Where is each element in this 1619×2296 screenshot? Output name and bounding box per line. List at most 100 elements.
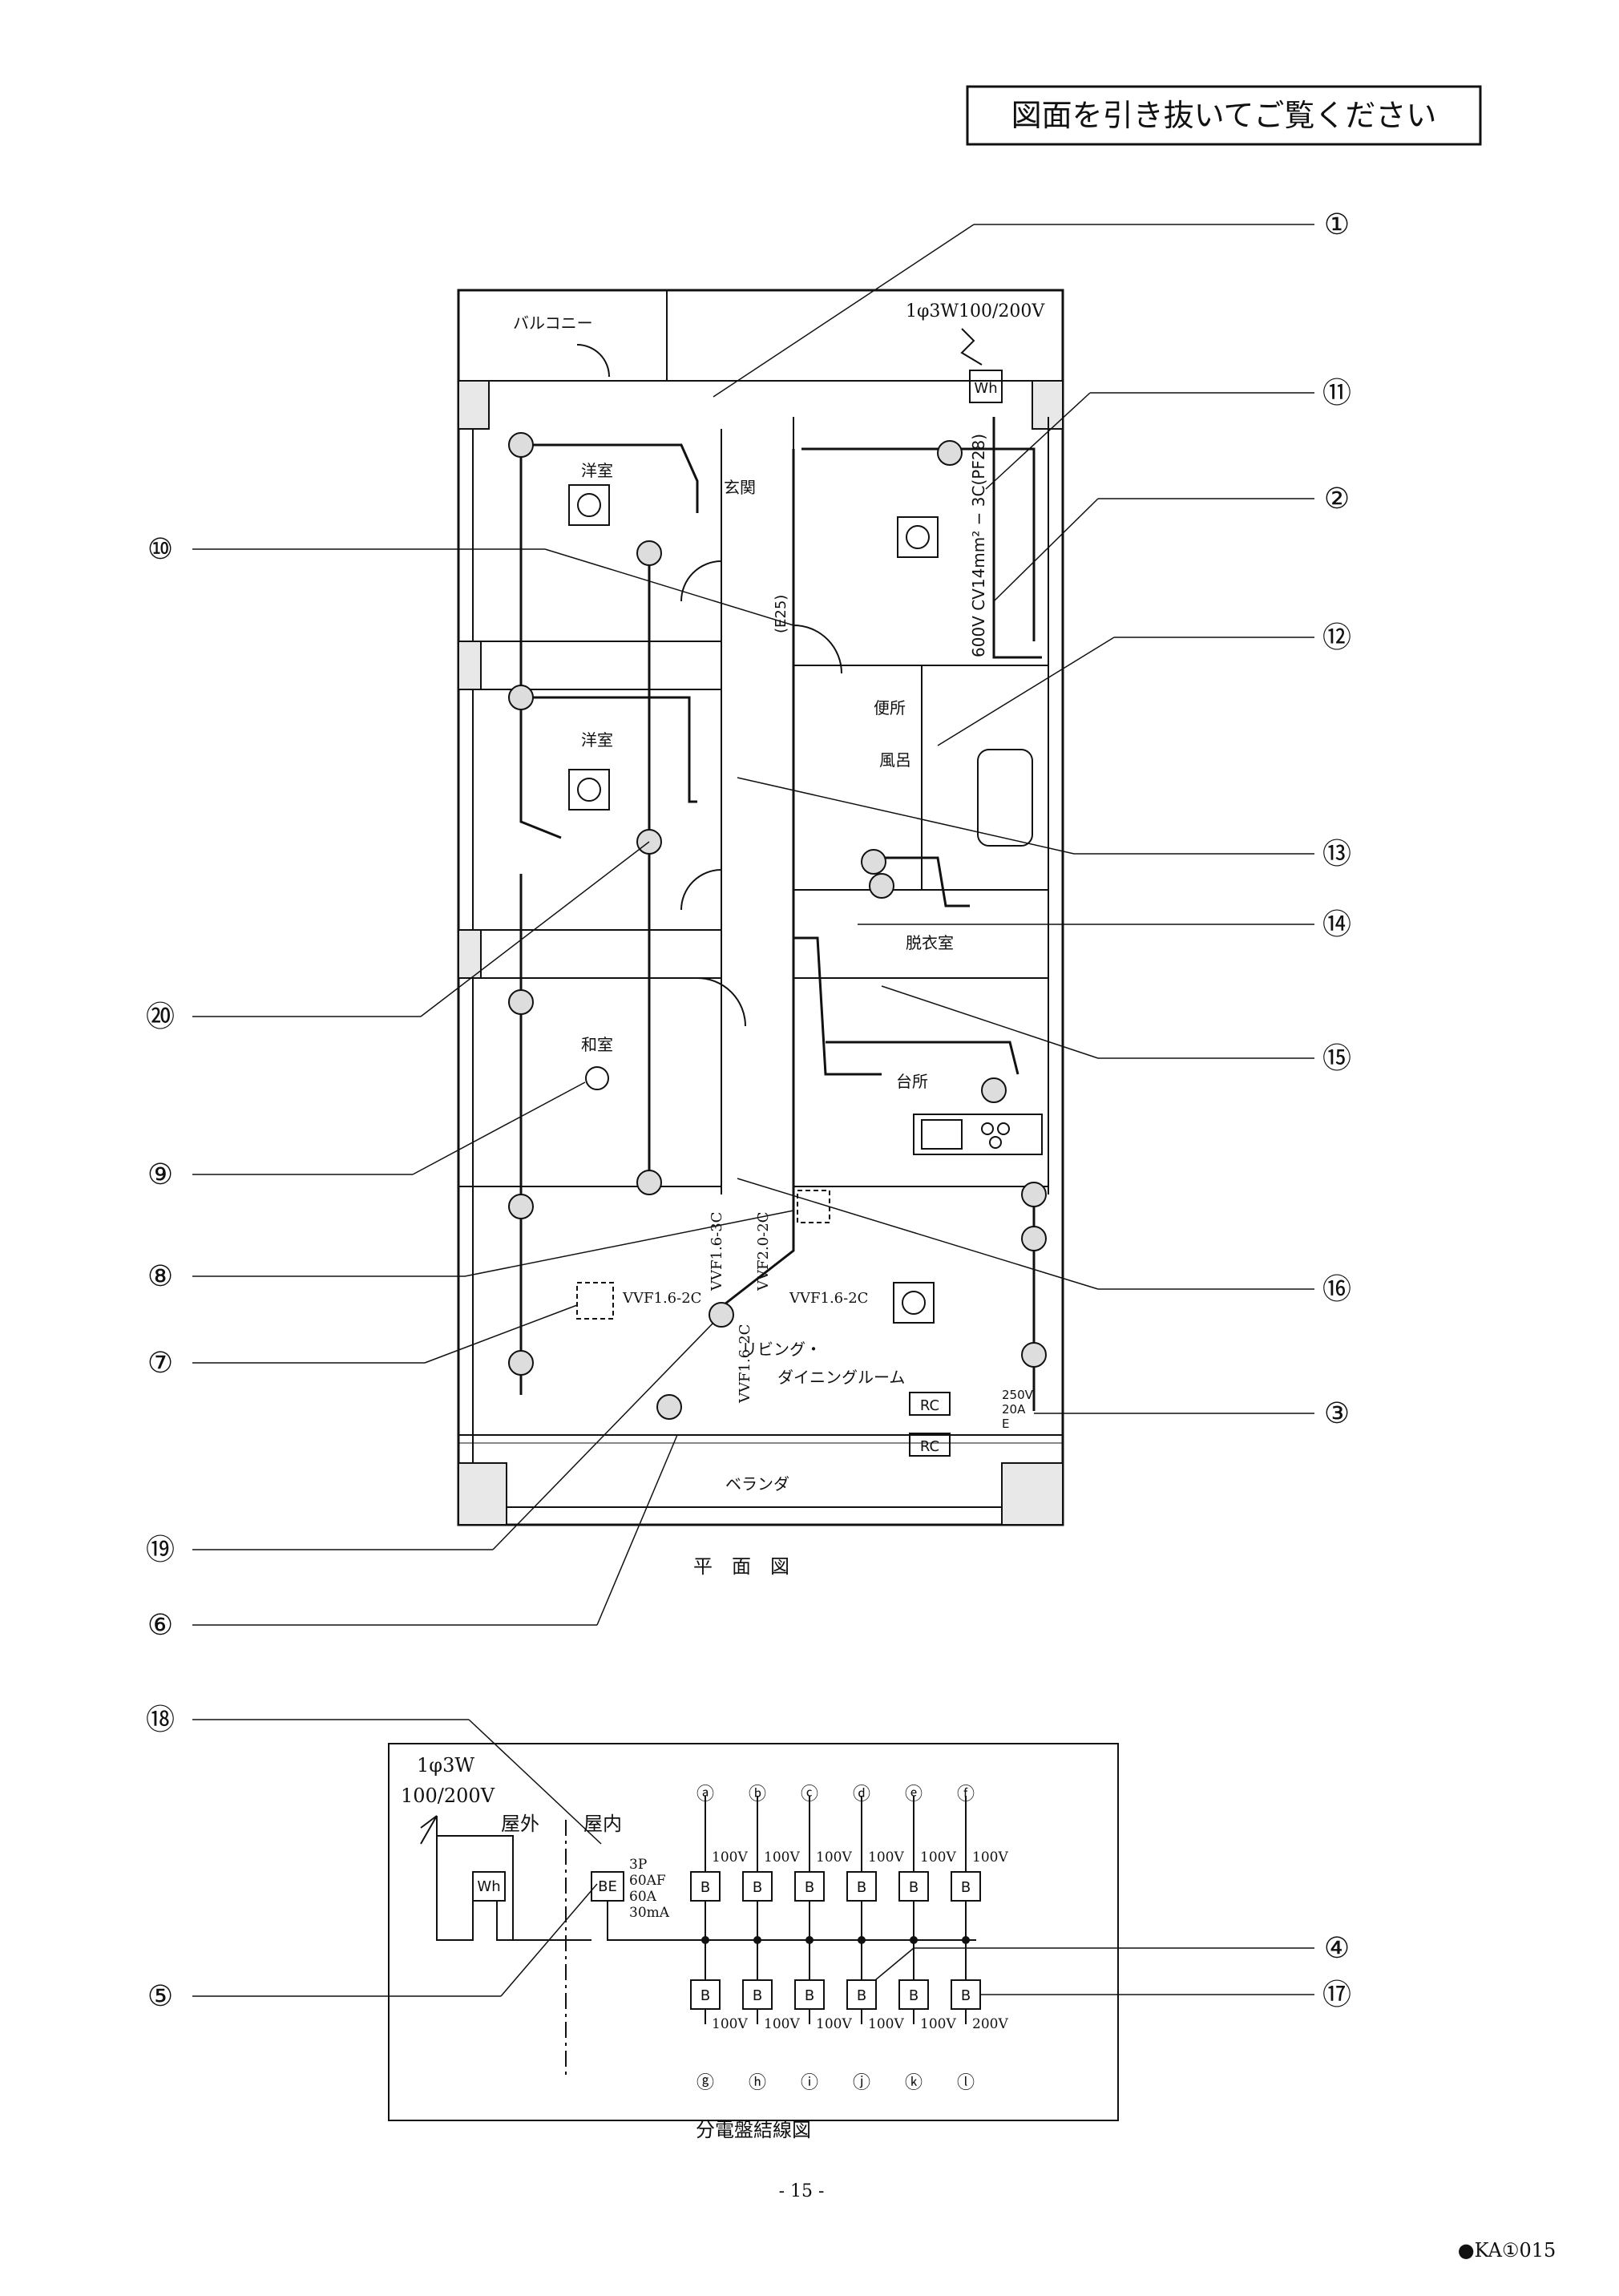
breaker-top-3: B <box>805 1879 814 1896</box>
main-spec-3: 60A <box>629 1889 657 1905</box>
callout-3: ③ <box>1324 1397 1350 1430</box>
callout-13: ⑬ <box>1322 838 1351 871</box>
main-spec-1: 3P <box>629 1857 647 1873</box>
room-bath: 風呂 <box>879 750 911 770</box>
outlet-spec-2: 20A <box>1002 1402 1026 1417</box>
room-dressing: 脱衣室 <box>906 933 954 952</box>
plan-outer-wall <box>457 289 1064 1526</box>
outlet-spec-1: 250V <box>1002 1388 1034 1402</box>
cable-label-5: VVF1.6-2C <box>737 1324 753 1404</box>
callout-7: ⑦ <box>147 1347 173 1380</box>
voltage-top-6: 100V <box>972 1849 1008 1866</box>
breaker-column-5: B B ⓔ 100V 100V ⓚ <box>898 1785 956 2093</box>
callout-17: ⑰ <box>1322 1979 1351 2011</box>
cable-label-4: VVF2.0-2C <box>755 1212 772 1292</box>
callout-14: ⑭ <box>1322 908 1351 941</box>
voltage-top-4: 100V <box>868 1849 904 1866</box>
breaker-top-5: B <box>909 1879 919 1896</box>
light-fixture-icon <box>508 685 534 710</box>
light-fixture-icon <box>636 1170 662 1195</box>
room-western-1: 洋室 <box>581 461 613 480</box>
panel-frame <box>388 1743 1119 2121</box>
callout-9: ⑨ <box>147 1158 173 1191</box>
fixtures: RC RC <box>508 432 1047 1457</box>
light-fixture-icon <box>508 989 534 1015</box>
light-fixture-icon <box>508 1194 534 1219</box>
callouts: ① ② ③ ④ ⑪ ⑫ ⑬ ⑭ ⑮ ⑯ ⑰ ⑤ ⑥ ⑦ ⑧ ⑨ ⑩ ⑱ <box>146 208 1351 2013</box>
callout-2: ② <box>1324 483 1350 515</box>
voltage-bottom-4: 100V <box>868 2016 904 2032</box>
plan-supply-label: 1φ3W100/200V <box>906 301 1045 321</box>
circuit-c: ⓒ <box>801 1785 818 1805</box>
light-fixture-icon <box>636 540 662 566</box>
room-japanese: 和室 <box>581 1035 613 1054</box>
breaker-bottom-3: B <box>805 1987 814 2004</box>
light-fixture-icon <box>861 849 886 875</box>
main-spec-4: 30mA <box>629 1905 670 1921</box>
plan-meter-label: Wh <box>974 380 997 397</box>
room-veranda: ベランダ <box>725 1474 789 1494</box>
callout-20: ⑳ <box>146 1000 175 1033</box>
callout-12: ⑫ <box>1322 621 1351 654</box>
room-balcony: バルコニー <box>513 313 593 333</box>
callout-18: ⑱ <box>146 1704 175 1736</box>
main-spec-2: 60AF <box>629 1873 666 1889</box>
breaker-column-3: B B ⓒ 100V 100V ⓘ <box>794 1785 852 2093</box>
panel-supply-1: 1φ3W <box>417 1754 474 1777</box>
voltage-top-1: 100V <box>712 1849 748 1866</box>
light-fixture-icon <box>709 1302 734 1328</box>
voltage-top-2: 100V <box>764 1849 800 1866</box>
light-fixture-icon <box>937 440 963 466</box>
panel-outdoor: 屋外 <box>501 1813 539 1835</box>
page-number: - 15 - <box>779 2181 825 2201</box>
light-fixture-icon <box>1021 1226 1047 1251</box>
circuit-k: ⓚ <box>905 2073 923 2093</box>
breaker-column-4: B B ⓓ 100V 100V ⓙ <box>846 1785 904 2093</box>
voltage-bottom-3: 100V <box>816 2016 852 2032</box>
callout-4: ④ <box>1324 1932 1350 1965</box>
main-cable-label: 600V CV14mm² − 3C(PF28) <box>969 434 988 657</box>
voltage-bottom-2: 100V <box>764 2016 800 2032</box>
breaker-column-2: B B ⓑ 100V 100V ⓗ <box>742 1785 800 2093</box>
breaker-column-6: B B ⓕ 100V 200V ⓛ <box>951 1785 1008 2093</box>
svg-text:RC: RC <box>920 1397 939 1414</box>
callout-11: ⑪ <box>1322 377 1351 410</box>
callout-8: ⑧ <box>147 1260 173 1293</box>
cable-label-1: VVF1.6-2C <box>622 1290 701 1307</box>
document-code: ●KA①015 <box>1458 2239 1556 2262</box>
callout-15: ⑮ <box>1322 1042 1351 1075</box>
light-fixture-icon <box>869 873 894 899</box>
breaker-bottom-5: B <box>909 1987 919 2004</box>
panel-meter: Wh <box>477 1878 500 1895</box>
circuit-i: ⓘ <box>801 2073 818 2093</box>
circuit-j: ⓙ <box>853 2073 870 2093</box>
light-fixture-icon <box>1021 1342 1047 1368</box>
room-western-2: 洋室 <box>581 730 613 750</box>
panel-diagram: 1φ3W 100/200V 屋外 屋内 Wh BE 3P 60AF 60A 30… <box>388 1743 1119 2141</box>
callout-19: ⑲ <box>146 1534 175 1566</box>
voltage-bottom-5: 100V <box>920 2016 956 2032</box>
room-toilet: 便所 <box>874 698 906 718</box>
circuit-b: ⓑ <box>749 1785 766 1805</box>
callout-10: ⑩ <box>147 533 173 566</box>
breaker-top-1: B <box>700 1879 710 1896</box>
circuit-h: ⓗ <box>749 2073 766 2093</box>
breaker-bottom-2: B <box>753 1987 762 2004</box>
panel-indoor: 屋内 <box>583 1813 622 1835</box>
plan-title: 平 面 図 <box>693 1555 789 1578</box>
voltage-bottom-6: 200V <box>972 2016 1008 2032</box>
voltage-bottom-1: 100V <box>712 2016 748 2032</box>
panel-main-breaker: BE <box>598 1878 617 1895</box>
light-fixture-icon <box>508 1350 534 1376</box>
panel-supply-2: 100/200V <box>401 1785 495 1807</box>
callout-6: ⑥ <box>147 1609 173 1642</box>
breaker-column-1: B B ⓐ 100V 100V ⓖ <box>690 1785 748 2093</box>
breaker-top-4: B <box>857 1879 866 1896</box>
voltage-top-5: 100V <box>920 1849 956 1866</box>
svg-text:RC: RC <box>920 1438 939 1455</box>
breaker-top-6: B <box>961 1879 971 1896</box>
breaker-top-2: B <box>753 1879 762 1896</box>
outlet-spec-3: E <box>1002 1417 1009 1431</box>
light-fixture-icon <box>1021 1182 1047 1207</box>
